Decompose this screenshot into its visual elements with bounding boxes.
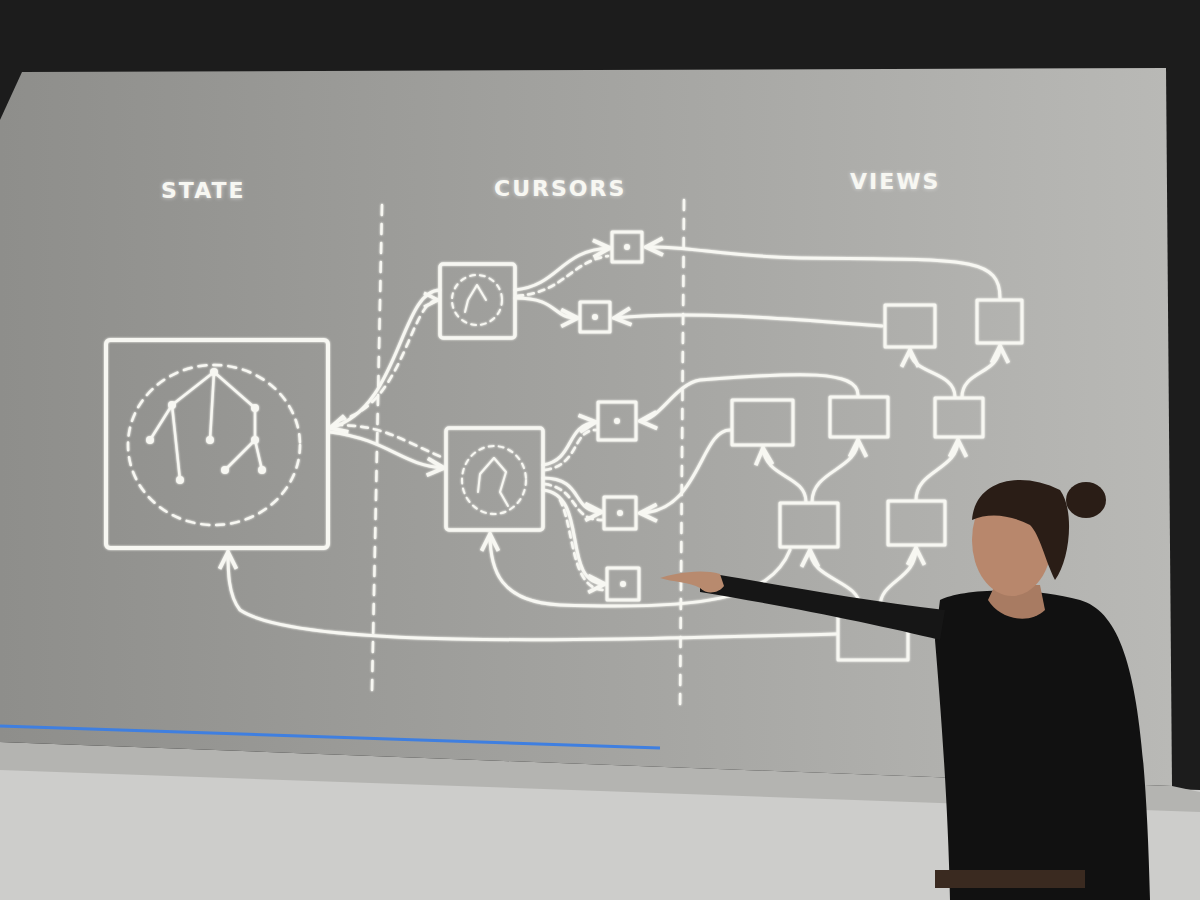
presenter	[660, 480, 1150, 900]
column-heading: STATE	[161, 178, 246, 203]
drawing	[106, 200, 1022, 712]
column-heading: CURSORS	[494, 176, 626, 201]
progress-bar	[0, 726, 660, 748]
column-heading: VIEWS	[850, 169, 940, 194]
